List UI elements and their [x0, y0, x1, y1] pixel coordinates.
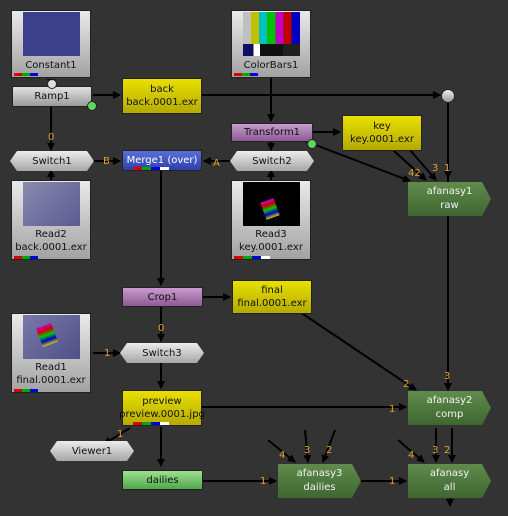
- back-write-node[interactable]: back back.0001.exr: [122, 78, 202, 114]
- node-label: afanasy1: [426, 186, 473, 197]
- node-label: preview: [142, 396, 182, 407]
- node-label: Crop1: [147, 291, 178, 303]
- node-label: Merge1 (over): [126, 155, 198, 166]
- edge-label: 3: [304, 445, 311, 456]
- node-label: Read3: [255, 229, 287, 240]
- node-sublabel: dailies: [303, 482, 336, 493]
- node-label: Read1: [35, 362, 67, 373]
- channel-chips: [133, 167, 169, 170]
- edge-label: 1: [389, 404, 396, 415]
- node-sublabel: raw: [440, 200, 459, 211]
- node-label: Switch2: [252, 155, 292, 167]
- edge-label: 1: [117, 429, 124, 440]
- edge-label: 0: [48, 132, 55, 143]
- merge1-node[interactable]: Merge1 (over): [122, 150, 202, 171]
- node-sublabel: comp: [435, 409, 464, 420]
- viewer1-node[interactable]: Viewer1: [50, 441, 134, 461]
- edge-label: 3: [432, 445, 439, 456]
- edge-label: 2: [326, 445, 333, 456]
- transform1-node[interactable]: Transform1: [231, 123, 313, 142]
- colorbars1-node[interactable]: ColorBars1: [231, 10, 311, 78]
- node-label: Ramp1: [34, 91, 70, 102]
- edge-label: 3: [444, 371, 451, 382]
- ramp1-node[interactable]: Ramp1: [12, 86, 92, 107]
- node-label: key: [373, 121, 391, 132]
- edge-label: 1: [260, 476, 267, 487]
- node-file: key.0001.exr: [239, 242, 303, 253]
- edge-label: 2: [403, 379, 410, 390]
- node-file: back.0001.exr: [15, 242, 87, 253]
- edge-label: 4: [279, 450, 286, 461]
- edge-label: 42: [408, 168, 421, 179]
- edge-label: 2: [444, 445, 451, 456]
- edge-label: A: [213, 158, 220, 169]
- node-label: Switch3: [142, 347, 182, 359]
- node-file: final.0001.exr: [237, 298, 307, 309]
- read3-node[interactable]: Read3 key.0001.exr: [231, 180, 311, 260]
- edge-label: 4: [408, 450, 415, 461]
- final-write-node[interactable]: final final.0001.exr: [232, 280, 312, 314]
- node-label: Constant1: [25, 60, 77, 71]
- ramp1-mask-input-dot[interactable]: [87, 101, 97, 111]
- dot-node[interactable]: [441, 89, 455, 103]
- edge-label: 1: [104, 348, 111, 359]
- read1-node[interactable]: Read1 final.0001.exr: [11, 313, 91, 393]
- node-label: afanasy3: [296, 468, 343, 479]
- colorbars-thumbnail: [243, 12, 300, 56]
- dailies-node[interactable]: dailies: [122, 470, 203, 490]
- node-label: afanasy2: [426, 395, 473, 406]
- node-file: final.0001.exr: [16, 375, 86, 386]
- edge-label: B: [103, 156, 110, 167]
- switch3-node[interactable]: Switch3: [120, 343, 204, 363]
- afanasy2-node[interactable]: afanasy2 comp: [408, 391, 491, 425]
- node-label: Switch1: [32, 155, 72, 167]
- channel-chips: [234, 73, 258, 76]
- node-file: key.0001.exr: [350, 134, 414, 145]
- node-label: ColorBars1: [243, 60, 299, 71]
- channel-chips: [133, 422, 169, 425]
- key-write-node[interactable]: key key.0001.exr: [342, 115, 422, 151]
- node-file: back.0001.exr: [126, 97, 198, 108]
- channel-chips: [14, 73, 38, 76]
- ramp1-connector-dot[interactable]: [47, 79, 57, 89]
- node-label: Transform1: [243, 127, 301, 138]
- afanasy1-node[interactable]: afanasy1 raw: [408, 182, 491, 216]
- channel-chips: [234, 256, 270, 259]
- crop1-node[interactable]: Crop1: [122, 287, 203, 307]
- switch1-node[interactable]: Switch1: [10, 151, 94, 171]
- channel-chips: [14, 256, 38, 259]
- preview-write-node[interactable]: preview preview.0001.jpg: [119, 390, 205, 426]
- node-label: afanasy: [429, 468, 470, 479]
- node-sublabel: all: [443, 482, 456, 493]
- afanasy-all-node[interactable]: afanasy all: [408, 464, 491, 498]
- node-label: dailies: [146, 474, 179, 486]
- read3-thumbnail: [243, 182, 300, 226]
- node-label: Viewer1: [71, 445, 113, 457]
- transform1-mask-input-dot[interactable]: [307, 139, 317, 149]
- constant1-node[interactable]: Constant1: [11, 10, 91, 78]
- constant1-thumbnail: [23, 12, 80, 56]
- afanasy3-node[interactable]: afanasy3 dailies: [278, 464, 361, 498]
- read1-thumbnail: [23, 315, 80, 359]
- edge-label: 1: [389, 476, 396, 487]
- node-label: back: [150, 84, 174, 95]
- node-label: Read2: [35, 229, 67, 240]
- read2-thumbnail: [23, 182, 80, 226]
- edge-label: 1: [444, 163, 451, 174]
- channel-chips: [14, 389, 38, 392]
- edge-label: 0: [158, 323, 165, 334]
- read2-node[interactable]: Read2 back.0001.exr: [11, 180, 91, 260]
- node-file: preview.0001.jpg: [119, 409, 205, 420]
- node-label: final: [261, 285, 283, 296]
- edge-label: 3: [432, 163, 439, 174]
- switch2-node[interactable]: Switch2: [230, 151, 314, 171]
